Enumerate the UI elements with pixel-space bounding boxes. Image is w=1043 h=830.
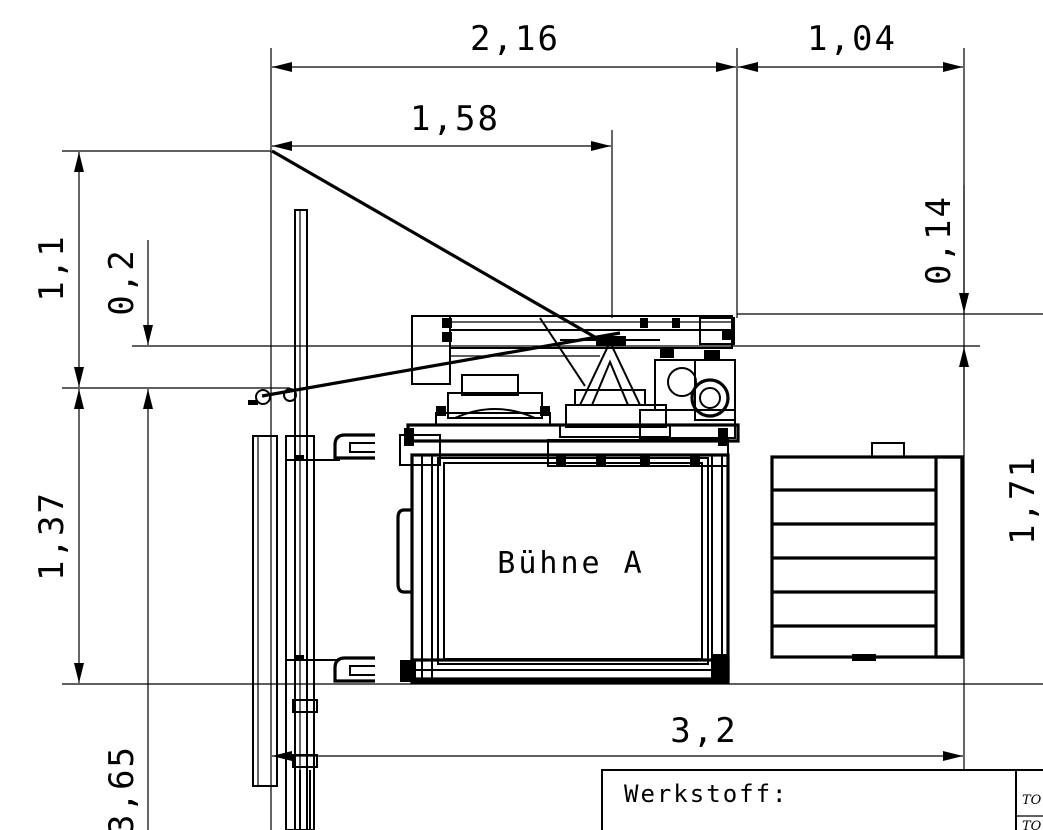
material-label: Werkstoff: [624, 780, 789, 808]
dim-left-upper: 1,1 [32, 234, 72, 301]
dimension-lines [74, 62, 969, 830]
left-post [248, 209, 340, 830]
upper-truss [411, 315, 736, 439]
left-brackets [333, 433, 375, 683]
dim-left-lower: 1,37 [32, 491, 72, 581]
dim-right-lower: 1,71 [1003, 455, 1043, 545]
title-block-cell-1: TO [1022, 793, 1042, 808]
cable-lines [261, 149, 621, 398]
dim-left-total: 3,65 [102, 745, 142, 830]
title-block: Werkstoff: TO TO [601, 769, 1043, 830]
stage-label: Bühne A [497, 546, 644, 581]
dim-right-small: 0,14 [919, 195, 959, 285]
dim-left-small: 0,2 [102, 248, 142, 315]
dim-top-total: 2,16 [470, 19, 560, 59]
dim-bottom-width: 3,2 [670, 711, 737, 751]
stage-platform: Bühne A [396, 423, 740, 684]
dim-top-right: 1,04 [807, 19, 897, 59]
right-stack [770, 442, 964, 661]
title-block-cell-2: TO [1022, 819, 1042, 830]
dim-upper-span: 1,58 [410, 99, 500, 139]
